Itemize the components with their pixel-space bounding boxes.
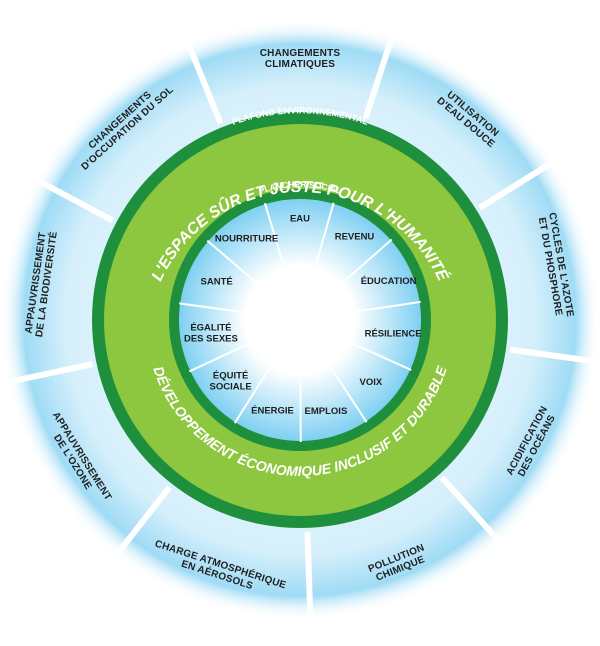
outer-spoke — [304, 531, 314, 620]
inner-spoke — [314, 202, 335, 268]
social-foundation-label: NOURRITURE — [215, 233, 278, 244]
outer-spoke — [509, 346, 598, 365]
social-foundation-label: ÉNERGIE — [251, 405, 294, 416]
inner-spoke — [178, 302, 246, 314]
social-foundation-label: REVENU — [335, 232, 375, 243]
outer-spoke — [112, 485, 172, 559]
inner-spoke — [188, 342, 251, 373]
outer-spoke — [5, 361, 94, 386]
outer-spoke — [362, 33, 396, 120]
inner-spoke — [340, 238, 393, 285]
outer-spoke — [478, 158, 557, 211]
social-foundation-label: RÉSILIENCE — [365, 329, 422, 340]
inner-spokes — [178, 202, 421, 443]
inner-spoke — [206, 239, 259, 286]
inner-spoke — [349, 341, 412, 371]
inner-spoke — [354, 300, 421, 313]
outer-spoke — [439, 475, 503, 545]
inner-spoke — [233, 365, 272, 424]
inner-spoke — [329, 365, 368, 423]
outer-spoke — [33, 176, 115, 224]
outer-spokes — [5, 33, 598, 620]
social-foundation-label: ÉDUCATION — [361, 276, 417, 287]
social-foundation-label: SANTÉ — [200, 277, 232, 288]
social-foundation-label: VOIX — [360, 377, 383, 388]
social-foundation-label: EAU — [290, 214, 310, 225]
outer-spoke — [184, 40, 224, 125]
inner-spoke — [263, 202, 286, 268]
social-shortfall-area — [179, 199, 421, 441]
social-foundation-label: EMPLOIS — [305, 406, 348, 417]
inner-labels: EAU REVENU ÉDUCATION RÉSILIENCE VOIX EMPLOIS É… — [184, 214, 422, 417]
